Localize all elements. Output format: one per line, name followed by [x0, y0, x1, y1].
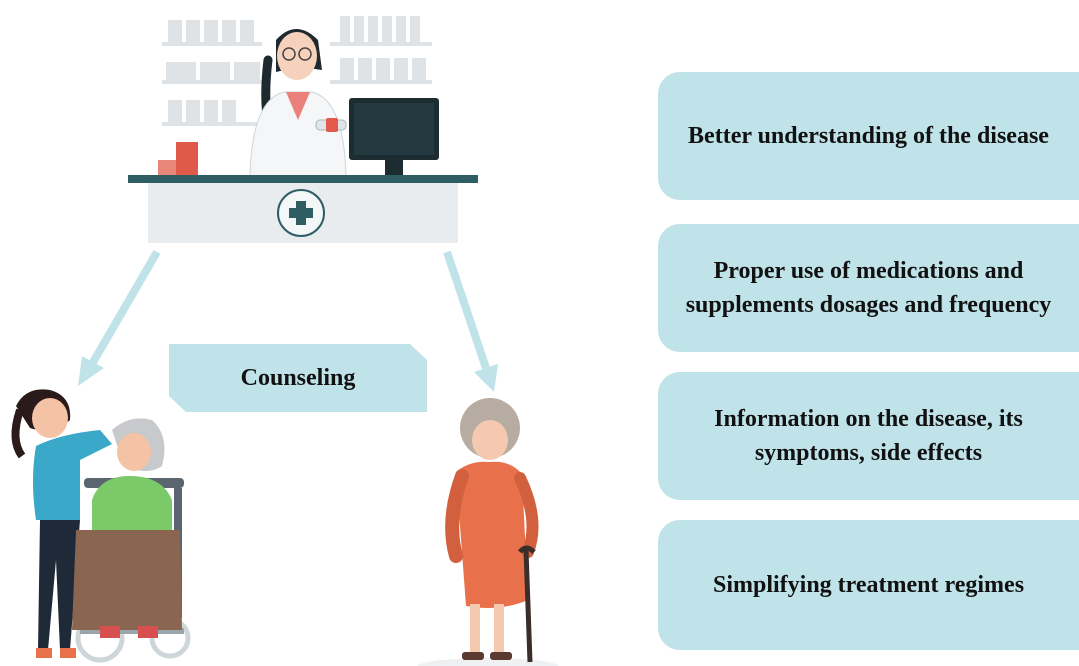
- counseling-label: Counseling: [240, 364, 356, 391]
- arrow-to-left-patient: [78, 249, 161, 386]
- benefit-text: Proper use of medications and supplement…: [685, 258, 1052, 318]
- medicine-boxes: [158, 142, 198, 176]
- benefit-box-simplifying-regimes: Simplifying treatment regimes: [658, 520, 1079, 650]
- benefit-box-disease-information: Information on the disease, its symptoms…: [658, 372, 1079, 500]
- benefit-box-understanding: Better understanding of the disease: [658, 72, 1079, 200]
- pharmacy-counter: [128, 175, 478, 243]
- benefit-text: Simplifying treatment regimes: [712, 572, 1025, 598]
- pharmacist-figure: [249, 29, 347, 177]
- benefit-box-medication-use: Proper use of medications and supplement…: [658, 224, 1079, 352]
- arrow-to-right-patient: [443, 250, 498, 392]
- benefit-text: Better understanding of the disease: [688, 123, 1049, 149]
- monitor-icon: [349, 98, 439, 176]
- counseling-label-shape: [169, 344, 427, 412]
- caregiver-wheelchair-figure: [11, 389, 191, 663]
- pharmacy-shelves: [162, 16, 432, 126]
- elderly-woman-cane-figure: [418, 398, 558, 666]
- medical-cross-icon: [289, 201, 313, 225]
- benefit-text: Information on the disease, its symptoms…: [714, 406, 1023, 466]
